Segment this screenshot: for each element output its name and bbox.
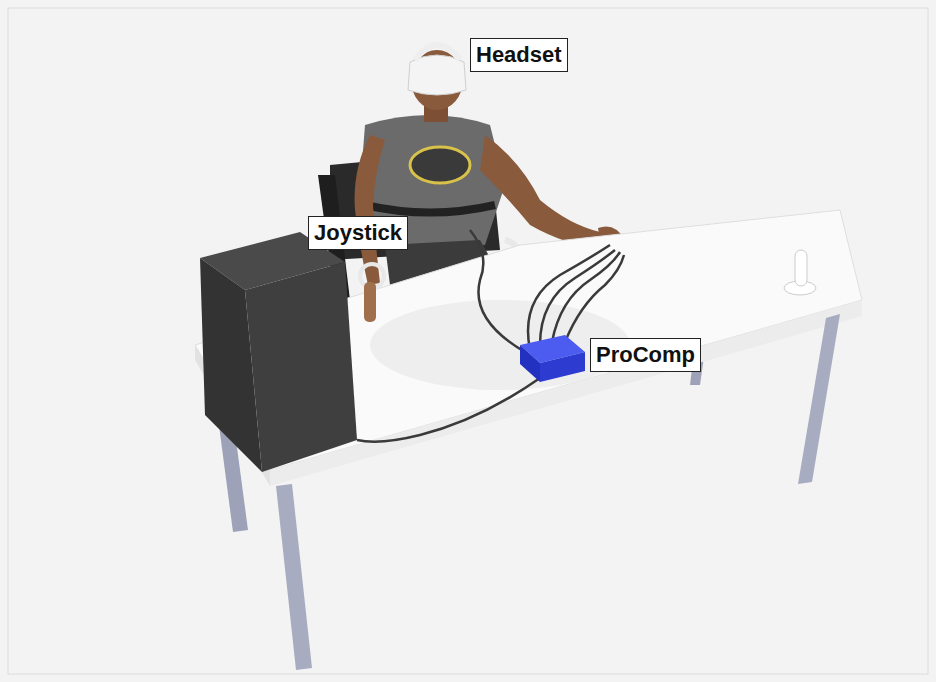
desk-edge: [270, 300, 862, 486]
chest-strap: [365, 205, 495, 213]
procomp-side: [520, 345, 540, 382]
procomp-front: [540, 352, 585, 382]
part-label: ProComp: [590, 338, 701, 372]
frame: [8, 8, 928, 674]
desk-leg: [798, 314, 840, 484]
part-label: Joystick: [308, 216, 408, 250]
shirt-logo: [410, 147, 470, 183]
person-arm: [480, 135, 605, 250]
part-label: Headset: [470, 38, 568, 72]
tower-front: [245, 262, 357, 472]
joystick-grip: [364, 282, 376, 322]
desk-leg: [276, 484, 312, 670]
headset-strap: [415, 45, 460, 60]
sensor-cables: [357, 230, 624, 442]
controller: [795, 250, 807, 286]
